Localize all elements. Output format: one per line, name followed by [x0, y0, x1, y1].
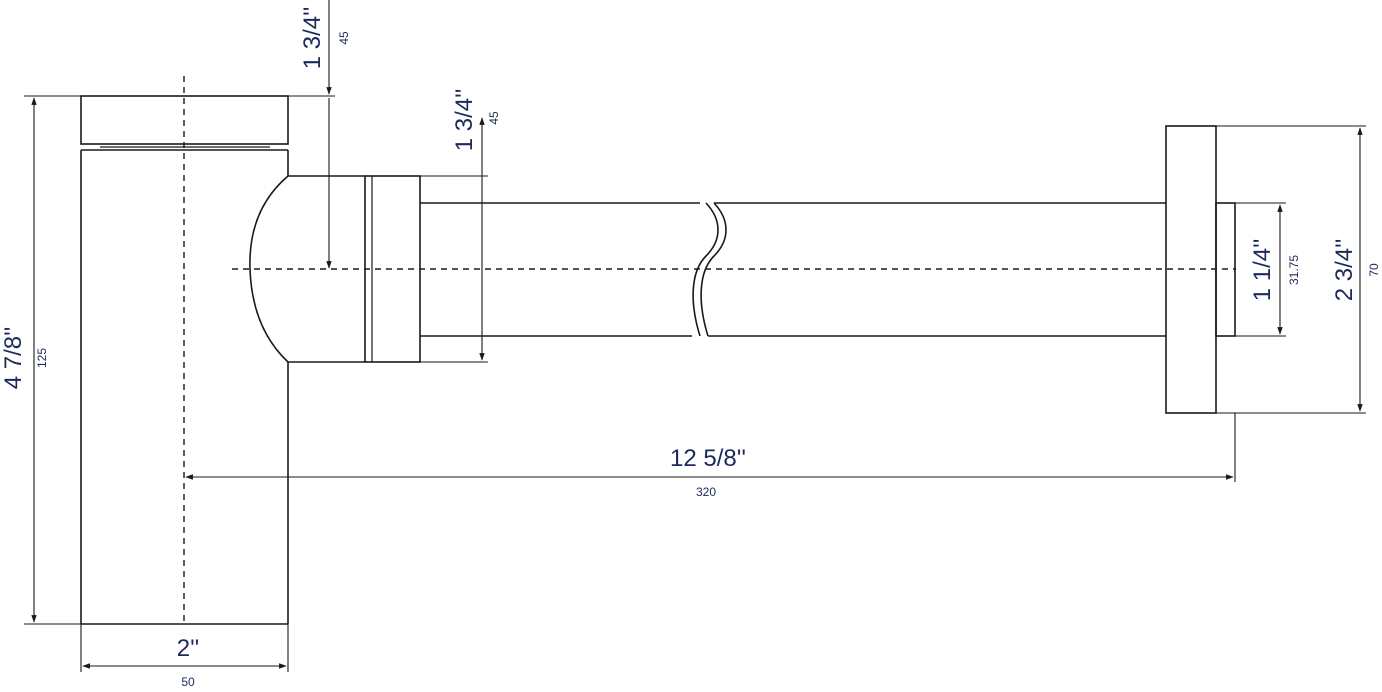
body-width-inch: 2'' [177, 635, 200, 662]
flange-mm: 70 [1367, 263, 1381, 277]
trap-body [80, 95, 421, 625]
overall-height-mm: 125 [35, 348, 49, 368]
inner-pipe-inch: 1 1/4'' [1249, 239, 1276, 302]
flange-inch: 2 3/4'' [1331, 239, 1358, 302]
dim-inner-pipe: 1 1/4'' 31.75 [1235, 202, 1301, 337]
dim-top-offset: 1 3/4'' 45 [288, 0, 351, 269]
trap-dome [249, 175, 289, 363]
dim-body-width: 2'' 50 [80, 624, 289, 689]
body-width-mm: 50 [181, 675, 195, 689]
dim-flange: 2 3/4'' 70 [1216, 125, 1381, 414]
overall-height-inch: 4 7/8'' [0, 327, 27, 390]
outlet-pipe [420, 202, 1166, 337]
outlet-diameter-mm: 45 [487, 111, 501, 125]
top-offset-mm: 45 [337, 31, 351, 45]
inner-pipe-mm: 31.75 [1287, 255, 1301, 285]
overall-length-inch: 12 5/8'' [670, 445, 746, 472]
dim-overall-height: 4 7/8'' 125 [0, 95, 81, 625]
top-offset-inch: 1 3/4'' [299, 7, 326, 70]
outlet-diameter-inch: 1 3/4'' [451, 89, 478, 152]
overall-length-mm: 320 [696, 485, 716, 499]
dim-overall-length: 12 5/8'' 320 [185, 413, 1236, 499]
dim-outlet-diameter: 1 3/4'' 45 [420, 89, 501, 363]
